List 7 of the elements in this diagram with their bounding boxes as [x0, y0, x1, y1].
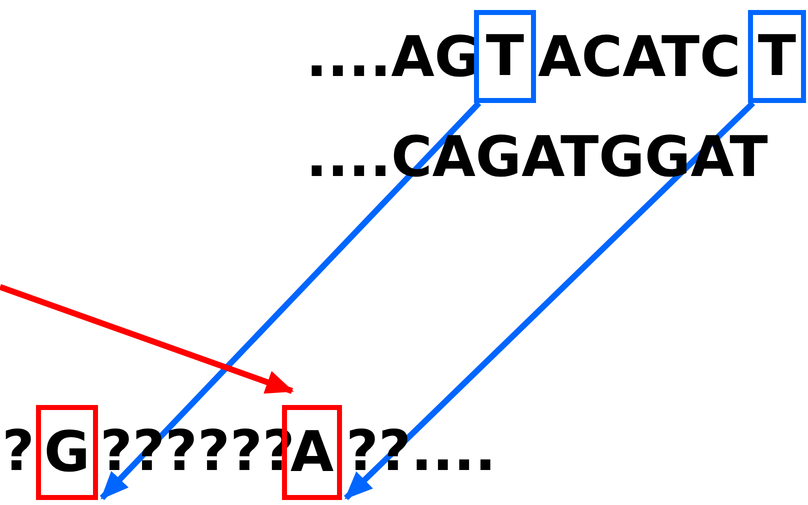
- sequence-text: ACATC: [538, 30, 741, 86]
- highlight-box: T: [474, 10, 536, 103]
- highlight-box: G: [36, 405, 98, 500]
- sequence-text: ?: [2, 424, 34, 480]
- highlight-box: T: [748, 10, 806, 103]
- arrow: [0, 284, 294, 394]
- arrow: [100, 100, 482, 500]
